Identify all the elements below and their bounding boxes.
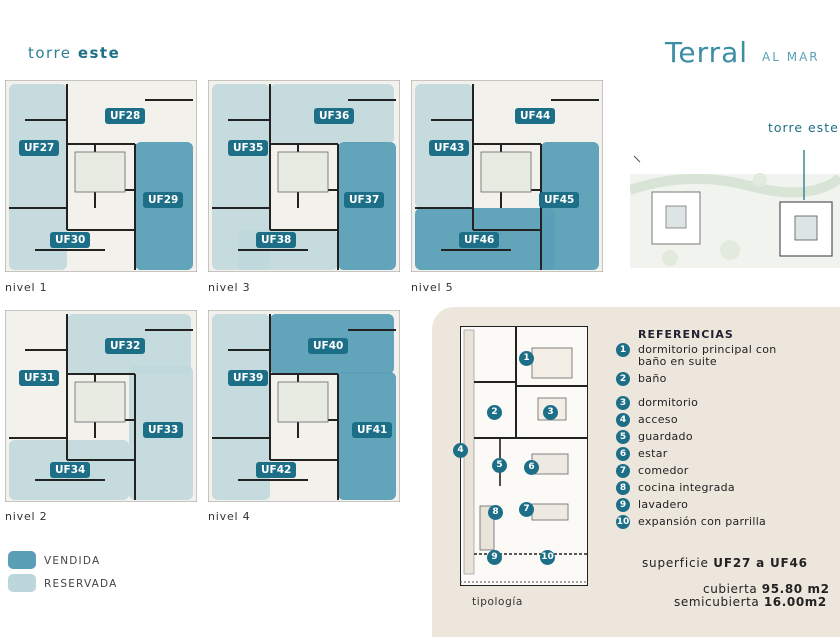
- cubierta-row: cubierta 95.80 m2: [703, 582, 830, 596]
- semicubierta-row: semicubierta 16.00m2: [674, 595, 827, 609]
- reference-number: 8: [616, 481, 630, 495]
- semicubierta-label: semicubierta: [674, 595, 760, 609]
- reference-text: expansión con parrilla: [638, 515, 767, 528]
- semicubierta-value: 16.00m2: [763, 595, 827, 609]
- plan-room-badge: 5: [492, 458, 507, 473]
- reference-text: lavadero: [638, 498, 689, 511]
- level-label: nivel 3: [208, 281, 251, 294]
- unit-tag[interactable]: UF44: [515, 108, 556, 124]
- site-plan: [628, 140, 840, 268]
- references-title: REFERENCIAS: [638, 328, 734, 341]
- unit-tag[interactable]: UF27: [19, 140, 60, 156]
- cubierta-value: 95.80 m2: [761, 582, 830, 596]
- reference-number: 4: [616, 413, 630, 427]
- plan-room-badge: 3: [543, 405, 558, 420]
- surface-title: superficie UF27 a UF46: [642, 556, 808, 570]
- reference-number: 3: [616, 396, 630, 410]
- brand-subtitle: AL MAR: [762, 50, 820, 64]
- unit-tag[interactable]: UF42: [256, 462, 297, 478]
- reference-text: comedor: [638, 464, 689, 477]
- unit-tag[interactable]: UF38: [256, 232, 297, 248]
- reference-number: 7: [616, 464, 630, 478]
- plan-room-badge: 8: [488, 505, 503, 520]
- reference-text: baño: [638, 372, 667, 385]
- reference-number: 1: [616, 343, 630, 357]
- legend-sold-label: VENDIDA: [44, 555, 101, 567]
- level-label: nivel 2: [5, 510, 48, 523]
- brand-logo: Terral: [665, 36, 749, 69]
- reference-number: 2: [616, 372, 630, 386]
- reference-text: guardado: [638, 430, 693, 443]
- unit-tag[interactable]: UF31: [19, 370, 60, 386]
- plan-room-badge: 10: [540, 550, 555, 565]
- tower-prefix: torre: [28, 44, 72, 62]
- surface-label: superficie: [642, 556, 709, 570]
- tower-title: torre este: [28, 44, 120, 62]
- plan-room-badge: 1: [519, 351, 534, 366]
- cubierta-label: cubierta: [703, 582, 758, 596]
- reference-number: 9: [616, 498, 630, 512]
- level-label: nivel 1: [5, 281, 48, 294]
- level-label: nivel 4: [208, 510, 251, 523]
- unit-tag[interactable]: UF43: [429, 140, 470, 156]
- unit-tag[interactable]: UF41: [352, 422, 393, 438]
- unit-area: [212, 84, 270, 270]
- unit-tag[interactable]: UF45: [539, 192, 580, 208]
- unit-tag[interactable]: UF35: [228, 140, 269, 156]
- unit-area: [9, 84, 67, 270]
- reference-number: 5: [616, 430, 630, 444]
- unit-tag[interactable]: UF46: [459, 232, 500, 248]
- reference-number: 10: [616, 515, 630, 529]
- unit-tag[interactable]: UF32: [105, 338, 146, 354]
- unit-tag[interactable]: UF37: [344, 192, 385, 208]
- surface-range: UF27 a UF46: [713, 556, 808, 570]
- reference-text: cocina integrada: [638, 481, 735, 494]
- unit-tag[interactable]: UF29: [143, 192, 184, 208]
- unit-tag[interactable]: UF36: [314, 108, 355, 124]
- legend-reserved-swatch: [8, 574, 36, 592]
- unit-tag[interactable]: UF34: [50, 462, 91, 478]
- plan-room-badge: 4: [453, 443, 468, 458]
- plan-room-badge: 2: [487, 405, 502, 420]
- reference-text: estar: [638, 447, 668, 460]
- level-label: nivel 5: [411, 281, 454, 294]
- unit-tag[interactable]: UF33: [143, 422, 184, 438]
- unit-tag[interactable]: UF39: [228, 370, 269, 386]
- reference-number: 6: [616, 447, 630, 461]
- legend-sold-swatch: [8, 551, 36, 569]
- plan-room-badge: 9: [487, 550, 502, 565]
- tower-name: este: [77, 44, 121, 62]
- reference-text: dormitorio: [638, 396, 699, 409]
- unit-tag[interactable]: UF28: [105, 108, 146, 124]
- plan-room-badge: 6: [524, 460, 539, 475]
- plan-room-badge: 7: [519, 502, 534, 517]
- typology-label: tipología: [472, 596, 523, 608]
- site-label: torre este: [768, 120, 839, 135]
- legend-reserved-label: RESERVADA: [44, 578, 118, 590]
- unit-tag[interactable]: UF30: [50, 232, 91, 248]
- reference-text: acceso: [638, 413, 678, 426]
- unit-area: [212, 314, 270, 500]
- unit-tag[interactable]: UF40: [308, 338, 349, 354]
